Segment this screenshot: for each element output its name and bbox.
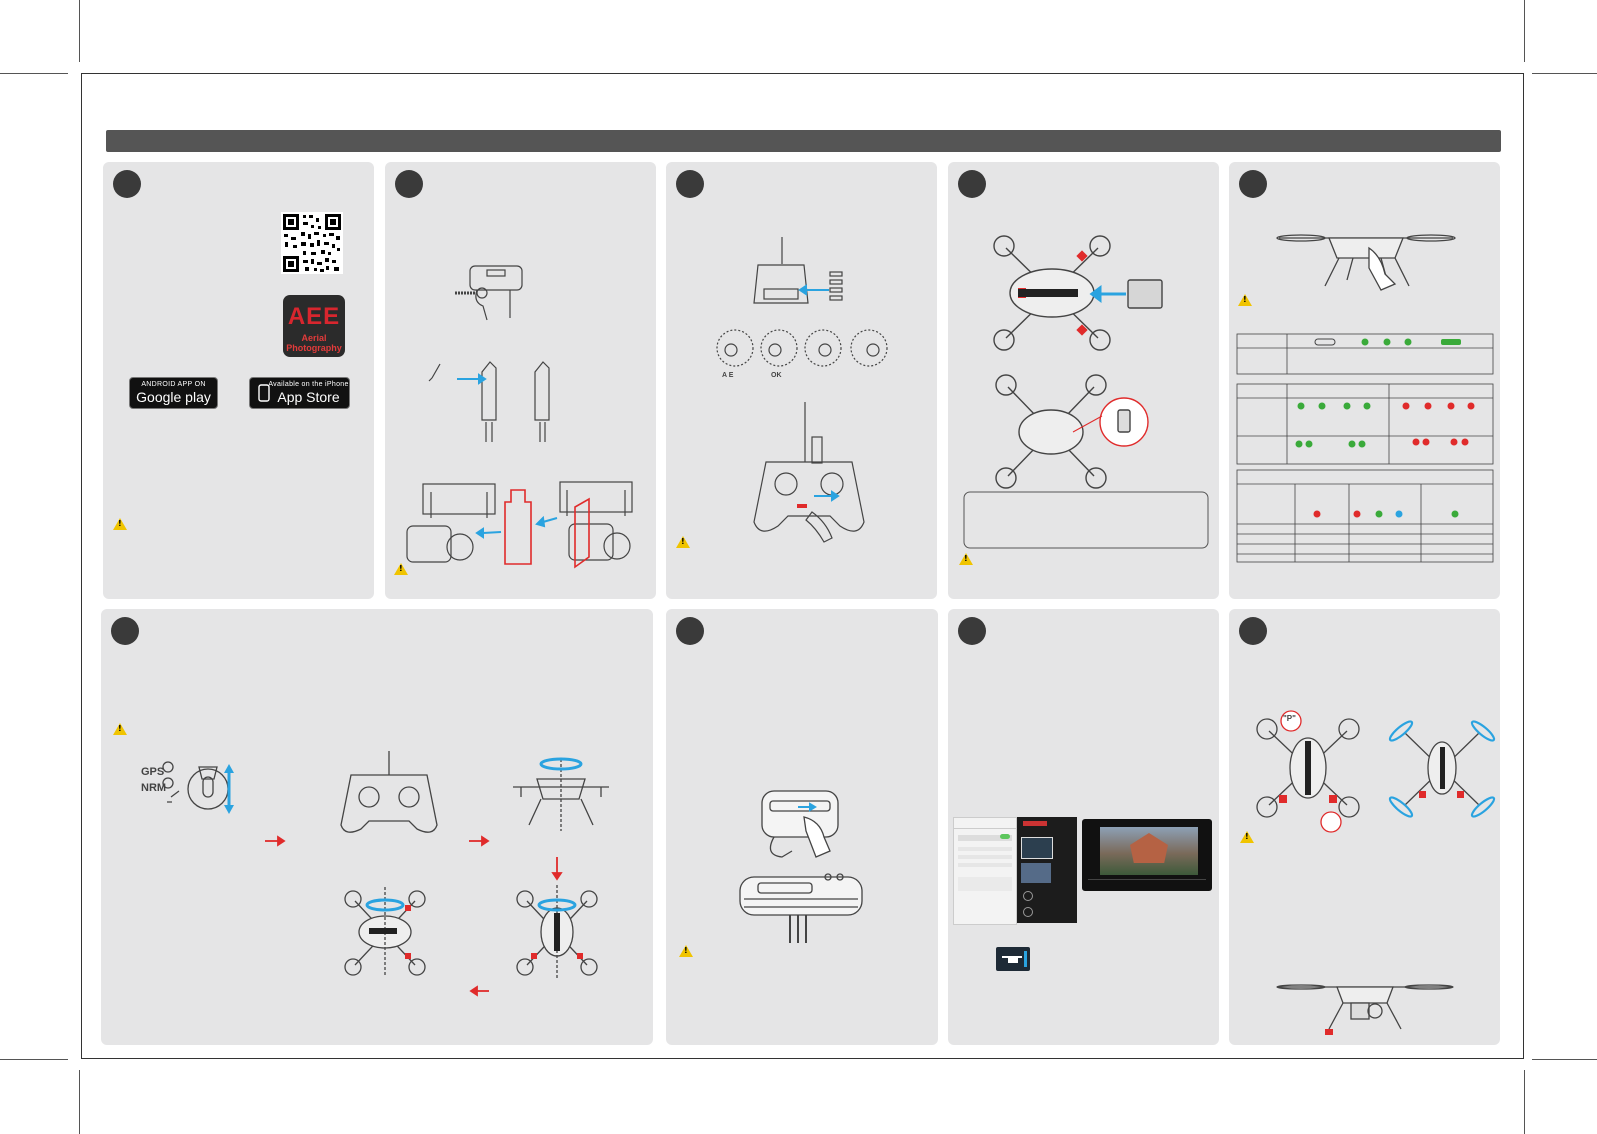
live-view-screen	[1082, 819, 1212, 891]
step-number	[1239, 170, 1267, 198]
google-play-big-text: Google play	[136, 389, 211, 405]
panel-compass-calibration: GPS NRM	[101, 609, 653, 1045]
page-frame	[81, 73, 1524, 1059]
warning-icon	[113, 518, 127, 530]
remote-battery-illustration	[716, 237, 888, 543]
logo-text: AEE	[287, 303, 341, 330]
panel-propellers: "P"	[1229, 609, 1500, 1045]
warning-icon	[113, 723, 127, 735]
step-number	[111, 617, 139, 645]
step-number	[113, 170, 141, 198]
panel-led-status	[1229, 162, 1500, 599]
step-number	[958, 617, 986, 645]
panel-gimbal-install	[385, 162, 656, 599]
wifi-module-illustration	[739, 790, 863, 943]
mode-gps-label: GPS	[141, 766, 165, 778]
warning-icon	[679, 945, 693, 957]
gimbal-install-illustration	[406, 265, 633, 569]
p-marker-label: "P"	[1283, 714, 1296, 723]
switch-label-ae: A E	[722, 372, 734, 379]
crop-mark	[1524, 0, 1525, 62]
logo-subtext: Aerial Photography	[286, 333, 342, 353]
panel-app-connection	[948, 609, 1219, 1045]
step-number	[395, 170, 423, 198]
google-play-button[interactable]: ANDROID APP ON Google play	[129, 377, 218, 409]
propeller-illustration	[1256, 710, 1496, 1035]
warning-icon	[959, 553, 973, 565]
google-play-small-text: ANDROID APP ON	[141, 381, 206, 388]
header-bar	[106, 130, 1501, 152]
warning-icon	[1238, 294, 1252, 306]
panel-drone-battery	[948, 162, 1219, 599]
crop-mark	[0, 1059, 68, 1060]
drone-battery-illustration	[963, 235, 1209, 549]
wifi-settings-screen	[953, 817, 1017, 925]
app-store-big-text: App Store	[277, 389, 340, 405]
warning-icon	[1240, 831, 1254, 843]
crop-mark	[1532, 73, 1597, 74]
app-store-button[interactable]: Available on the iPhone App Store	[249, 377, 350, 409]
calibration-illustration	[162, 751, 609, 997]
warning-icon	[394, 563, 408, 575]
panel-wifi-module	[666, 609, 938, 1045]
led-status-illustration	[1236, 234, 1494, 563]
step-number	[958, 170, 986, 198]
warning-icon	[676, 536, 690, 548]
step-number	[676, 617, 704, 645]
aee-logo: AEE Aerial Photography	[283, 295, 345, 357]
crop-mark	[1524, 1070, 1525, 1134]
step-number	[1239, 617, 1267, 645]
apple-icon	[258, 384, 270, 402]
mode-nrm-label: NRM	[141, 782, 167, 794]
crop-mark	[1532, 1059, 1597, 1060]
crop-mark	[79, 0, 80, 62]
app-launch-icon[interactable]	[996, 947, 1030, 971]
app-store-small-text: Available on the iPhone	[268, 381, 349, 388]
panel-remote-battery: A E OK	[666, 162, 937, 599]
crop-mark	[79, 1070, 80, 1134]
crop-mark	[0, 73, 68, 74]
panel-app-download: AEE Aerial Photography ANDROID APP ON Go…	[103, 162, 374, 599]
app-menu-screen	[1017, 817, 1077, 923]
switch-label-ok: OK	[771, 372, 782, 379]
step-number	[676, 170, 704, 198]
qr-code-icon[interactable]	[281, 212, 343, 274]
drone-app-icon	[1002, 951, 1027, 967]
